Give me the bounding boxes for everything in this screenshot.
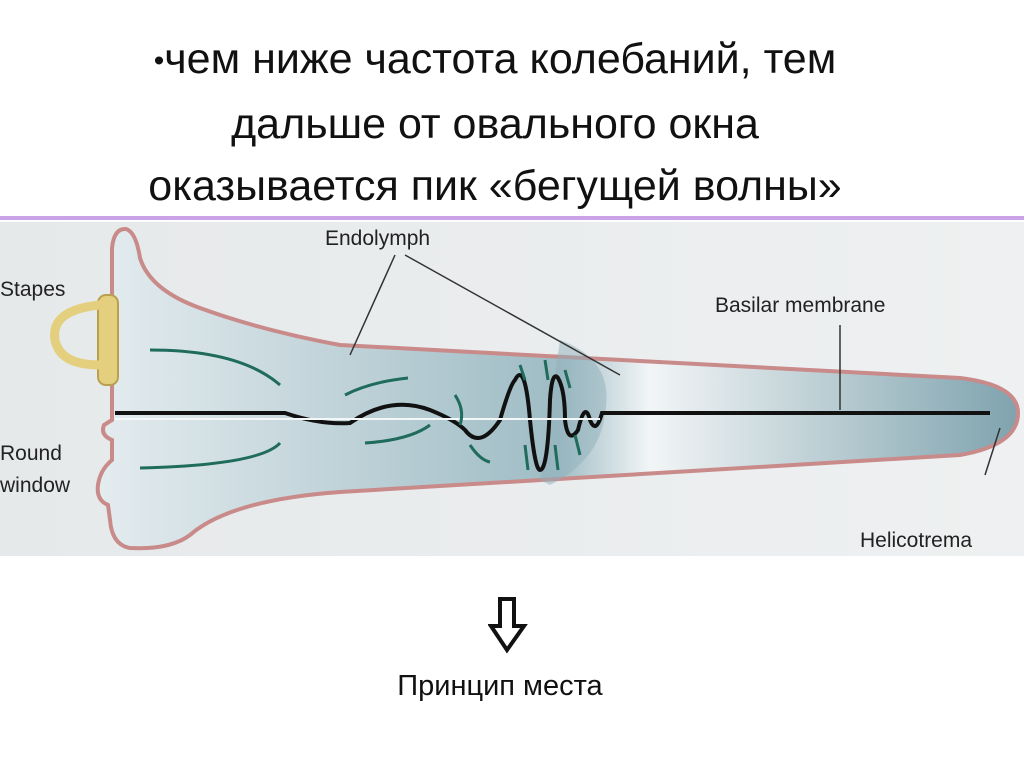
stapes-handle	[50, 300, 101, 370]
label-endolymph: Endolymph	[325, 227, 430, 250]
flow-arrow-icon	[139, 441, 282, 470]
down-arrow-icon	[488, 597, 528, 654]
label-stapes: Stapes	[0, 278, 65, 301]
bullet: •	[153, 44, 165, 78]
flow-arrow-icon	[468, 444, 491, 464]
title-line-2: дальше от овального окна	[231, 99, 759, 148]
title-line-1: •чем ниже частота колебаний, тем	[153, 35, 837, 83]
title-line-3: оказывается пик «бегущей волны»	[148, 161, 842, 210]
label-helicotrema: Helicotrema	[860, 529, 972, 552]
slide-title: •чем ниже частота колебаний, тем дальше …	[0, 28, 990, 217]
flow-arrow-icon	[364, 423, 431, 445]
flow-arrow-icon	[344, 376, 409, 397]
divider	[0, 216, 1024, 220]
label-round-window-2: window	[0, 474, 71, 497]
basilar-membrane	[115, 373, 990, 473]
flow-arrow-icon	[149, 348, 281, 387]
stapes-icon	[97, 294, 119, 386]
flow-arrow-icon	[518, 359, 582, 471]
flow-arrow-icon	[453, 394, 464, 426]
fluid-flow-arrows	[139, 348, 582, 471]
caption: Принцип места	[397, 670, 603, 702]
leader-lines	[349, 254, 1001, 476]
cochlea-diagram: Endolymph Stapes Basilar membrane Round …	[0, 222, 1024, 556]
label-round-window-1: Round	[0, 442, 62, 465]
label-basilar-membrane: Basilar membrane	[715, 294, 885, 317]
